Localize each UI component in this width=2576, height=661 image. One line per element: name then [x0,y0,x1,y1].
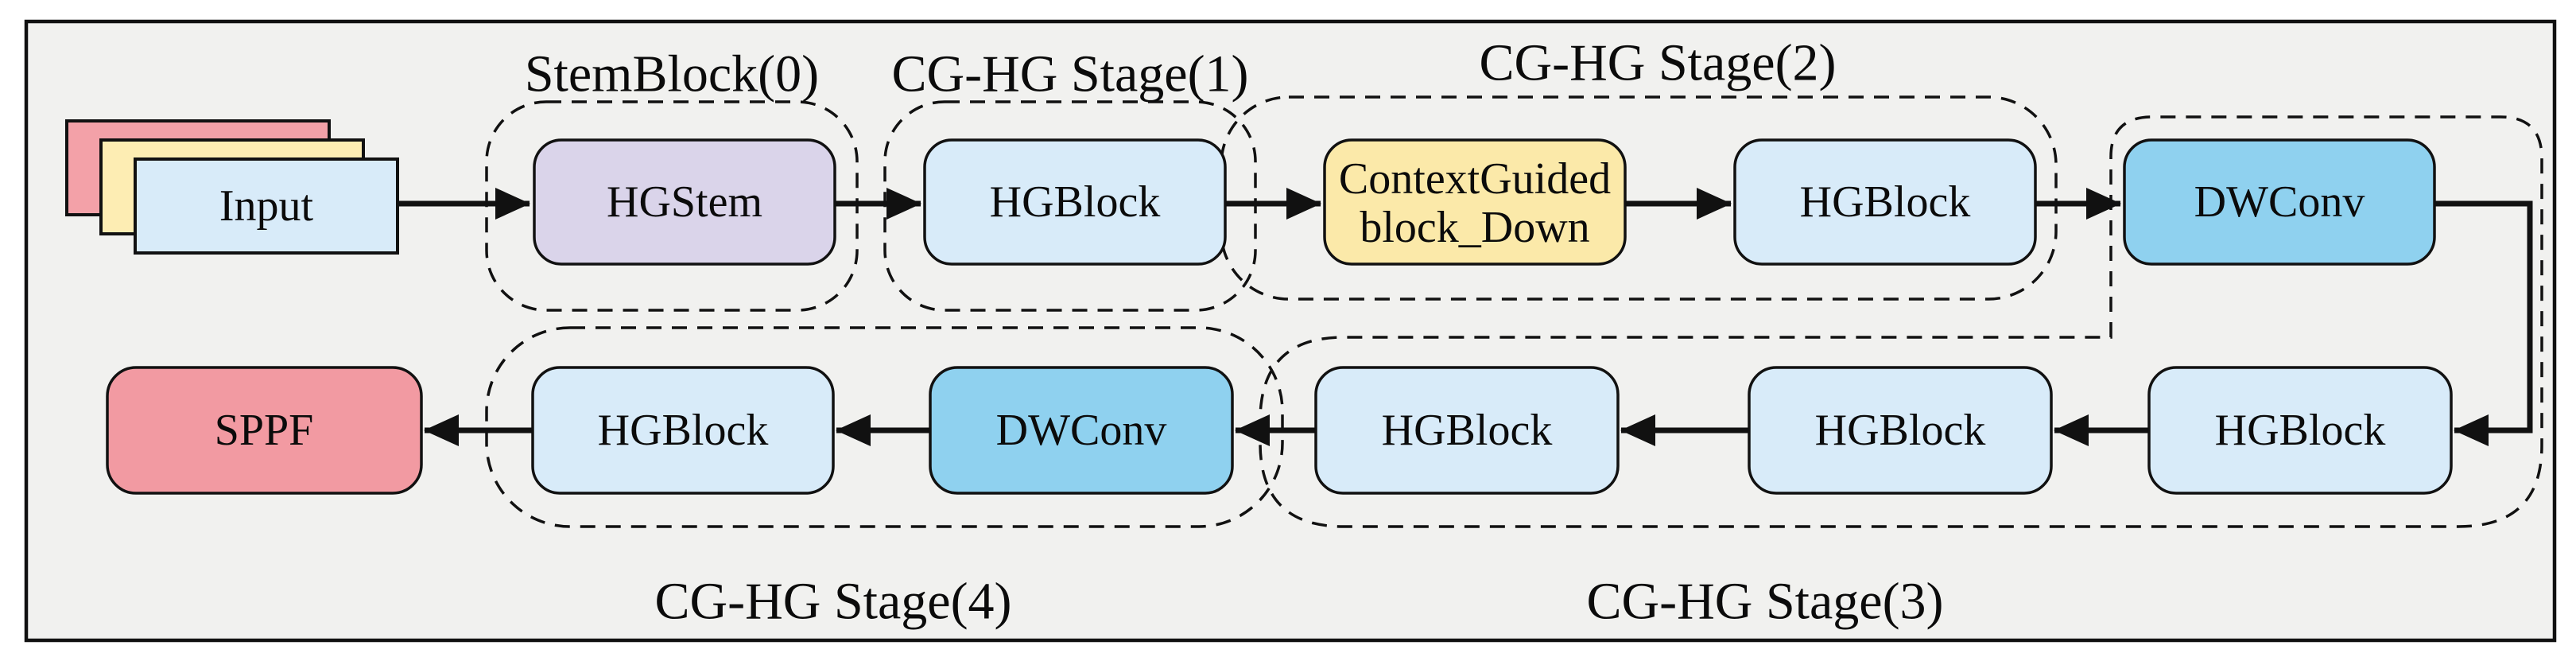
stage2-label: CG-HG Stage(2) [1479,34,1836,92]
context-guided-label-line1: ContextGuided [1339,154,1611,204]
stage4-hgblock-label: HGBlock [598,406,769,455]
context-guided-block: ContextGuided block_Down [1323,138,1627,266]
stage3-dwconv-block: DWConv [2123,138,2436,266]
stage3-hgblock-2: HGBlock [1748,366,2053,495]
sppf-block: SPPF [106,366,423,495]
stemblock-stage-label: StemBlock(0) [525,45,819,103]
hgstem-block: HGStem [533,138,836,266]
stage3-hgblock-1: HGBlock [1314,366,1620,495]
arrow-dwconv-down-to-hgblock [2434,200,2533,446]
stage1-hgblock: HGBlock [923,138,1227,266]
stage1-hgblock-label: HGBlock [990,177,1161,227]
stage3-hgblock-3-label: HGBlock [2215,406,2386,455]
stage3-hgblock-1-label: HGBlock [1382,406,1553,455]
stage3-container [1259,115,2543,528]
stage4-container [485,326,1284,528]
stage4-dwconv-label: DWConv [996,406,1167,455]
stage3-hgblock-2-label: HGBlock [1815,406,1986,455]
stage3-hgblock-3: HGBlock [2147,366,2453,495]
stage4-dwconv-block: DWConv [929,366,1234,495]
input-label: Input [219,181,314,231]
input-stack: Input [65,119,399,255]
diagram-frame [24,19,2557,643]
stage4-label: CG-HG Stage(4) [654,573,1011,631]
stage3-label: CG-HG Stage(3) [1586,573,1943,631]
stage2-hgblock-label: HGBlock [1800,177,1971,227]
stage1-label: CG-HG Stage(1) [891,45,1248,103]
input-layer-front [134,157,399,255]
stage3-dwconv-label: DWConv [2194,177,2365,227]
context-guided-label-line2: block_Down [1360,203,1589,252]
sppf-label: SPPF [215,406,314,455]
hgstem-label: HGStem [607,177,762,227]
stage2-hgblock: HGBlock [1733,138,2037,266]
stage4-hgblock: HGBlock [531,366,835,495]
